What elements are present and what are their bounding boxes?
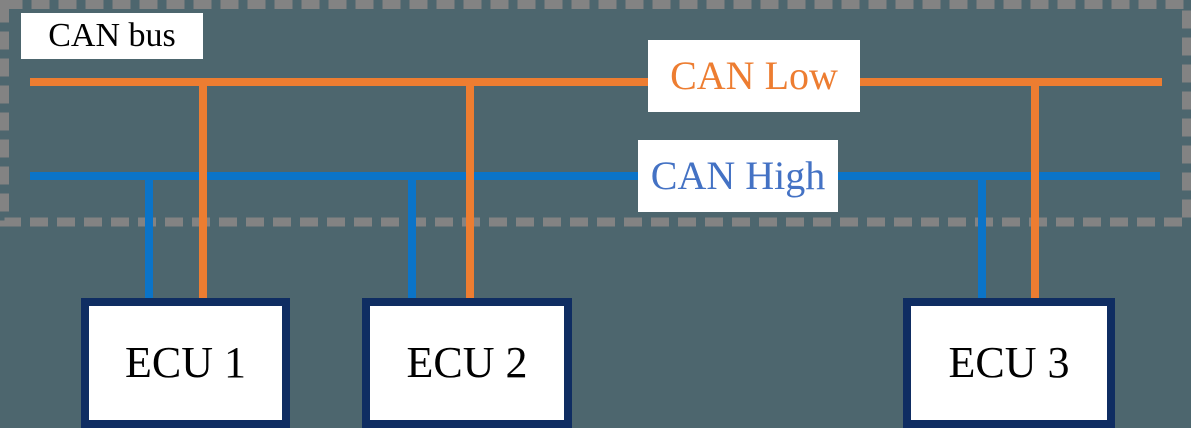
ecu3-node: ECU 3	[903, 298, 1115, 428]
ecu2-can-low-connector	[466, 80, 474, 302]
can-bus-label: CAN bus	[21, 13, 203, 59]
ecu2-label: ECU 2	[406, 338, 528, 387]
can-high-label: CAN High	[638, 140, 838, 212]
ecu3-can-low-connector	[1031, 80, 1039, 302]
ecu2-node: ECU 2	[362, 298, 572, 428]
ecu1-label: ECU 1	[125, 338, 246, 387]
ecu1-can-low-connector	[199, 80, 207, 302]
can-low-wire	[30, 78, 1162, 86]
can-high-wire	[30, 172, 1160, 180]
ecu1-can-high-connector	[145, 174, 153, 302]
ecu3-can-high-connector	[978, 174, 986, 302]
can-low-label: CAN Low	[648, 40, 860, 112]
can-high-label-text: CAN High	[650, 153, 826, 198]
ecu3-label: ECU 3	[948, 338, 1070, 387]
ecu2-can-high-connector	[408, 174, 416, 302]
can-low-label-text: CAN Low	[670, 53, 838, 98]
can-bus-boundary-rect	[0, 0, 1191, 227]
ecu1-node: ECU 1	[81, 298, 290, 428]
can-bus-label-text: CAN bus	[48, 17, 176, 54]
